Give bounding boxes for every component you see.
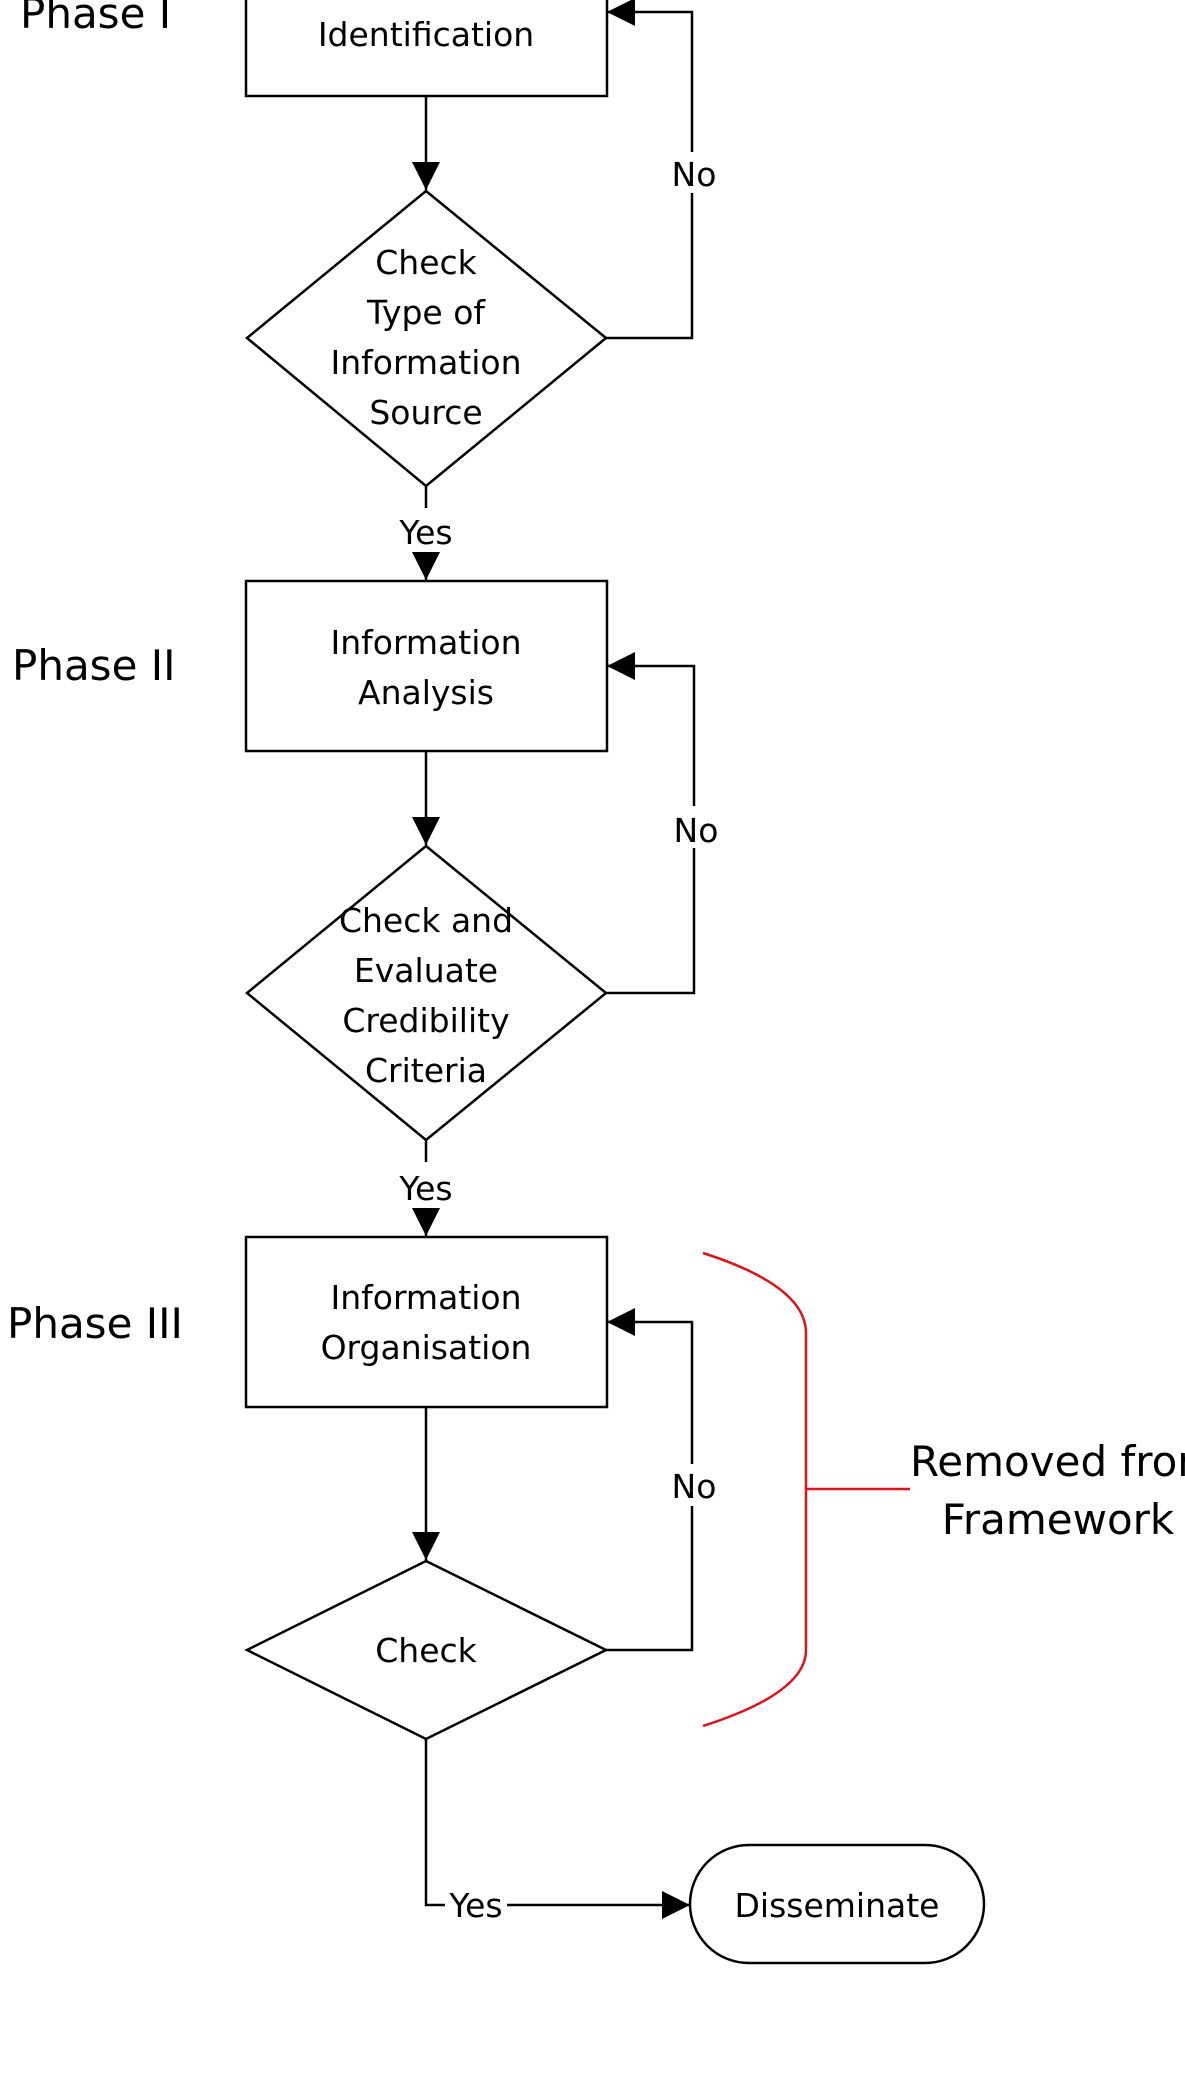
- yes-3-line-left: [424, 1739, 445, 1907]
- check-type-diamond: Check Type of Information Source: [245, 189, 608, 488]
- no-loop-1-lower: [606, 193, 694, 340]
- no-loop-3-upper: [607, 1308, 694, 1464]
- removed-brace: [702, 1251, 808, 1728]
- identification-label: Identification: [318, 15, 534, 54]
- no-label-2: No: [674, 811, 719, 850]
- check-credibility-line4: Criteria: [365, 1051, 487, 1090]
- no-loop-2-upper: [607, 652, 696, 806]
- organisation-line1: Information: [330, 1278, 521, 1317]
- check-credibility-line1: Check and: [339, 901, 513, 940]
- check-label: Check: [375, 1631, 477, 1670]
- removed-note-line1: Removed from: [910, 1437, 1185, 1486]
- no-loop-2-lower: [606, 848, 696, 995]
- disseminate-terminal: Disseminate: [688, 1843, 986, 1965]
- check-credibility-line3: Credibility: [342, 1001, 509, 1040]
- check-type-line4: Source: [369, 393, 482, 432]
- yes-label-1: Yes: [398, 513, 452, 552]
- no-loop-1-upper: [607, 0, 694, 152]
- phase-1-label: Phase I: [20, 0, 171, 38]
- no-label-3: No: [672, 1467, 717, 1506]
- yes-label-2: Yes: [398, 1169, 452, 1208]
- check-credibility-line2: Evaluate: [354, 951, 498, 990]
- organisation-line2: Organisation: [321, 1328, 532, 1367]
- yes-label-3: Yes: [448, 1886, 502, 1925]
- check-type-line1: Check: [375, 243, 477, 282]
- phase-3-label: Phase III: [7, 1299, 183, 1348]
- identification-box: Identification: [244, 0, 609, 98]
- removed-note-line2: Framework: [942, 1495, 1175, 1544]
- analysis-line1: Information: [330, 623, 521, 662]
- analysis-line2: Analysis: [358, 673, 494, 712]
- organisation-box: Information Organisation: [244, 1235, 609, 1409]
- no-label-1: No: [672, 155, 717, 194]
- check-diamond: Check: [244, 1559, 609, 1741]
- check-type-line3: Information: [330, 343, 521, 382]
- check-credibility-diamond: Check and Evaluate Credibility Criteria: [245, 844, 608, 1142]
- analysis-box: Information Analysis: [244, 579, 609, 753]
- check-type-line2: Type of: [366, 293, 486, 332]
- disseminate-label: Disseminate: [735, 1886, 940, 1925]
- no-loop-3-lower: [606, 1506, 694, 1652]
- phase-2-label: Phase II: [12, 641, 176, 690]
